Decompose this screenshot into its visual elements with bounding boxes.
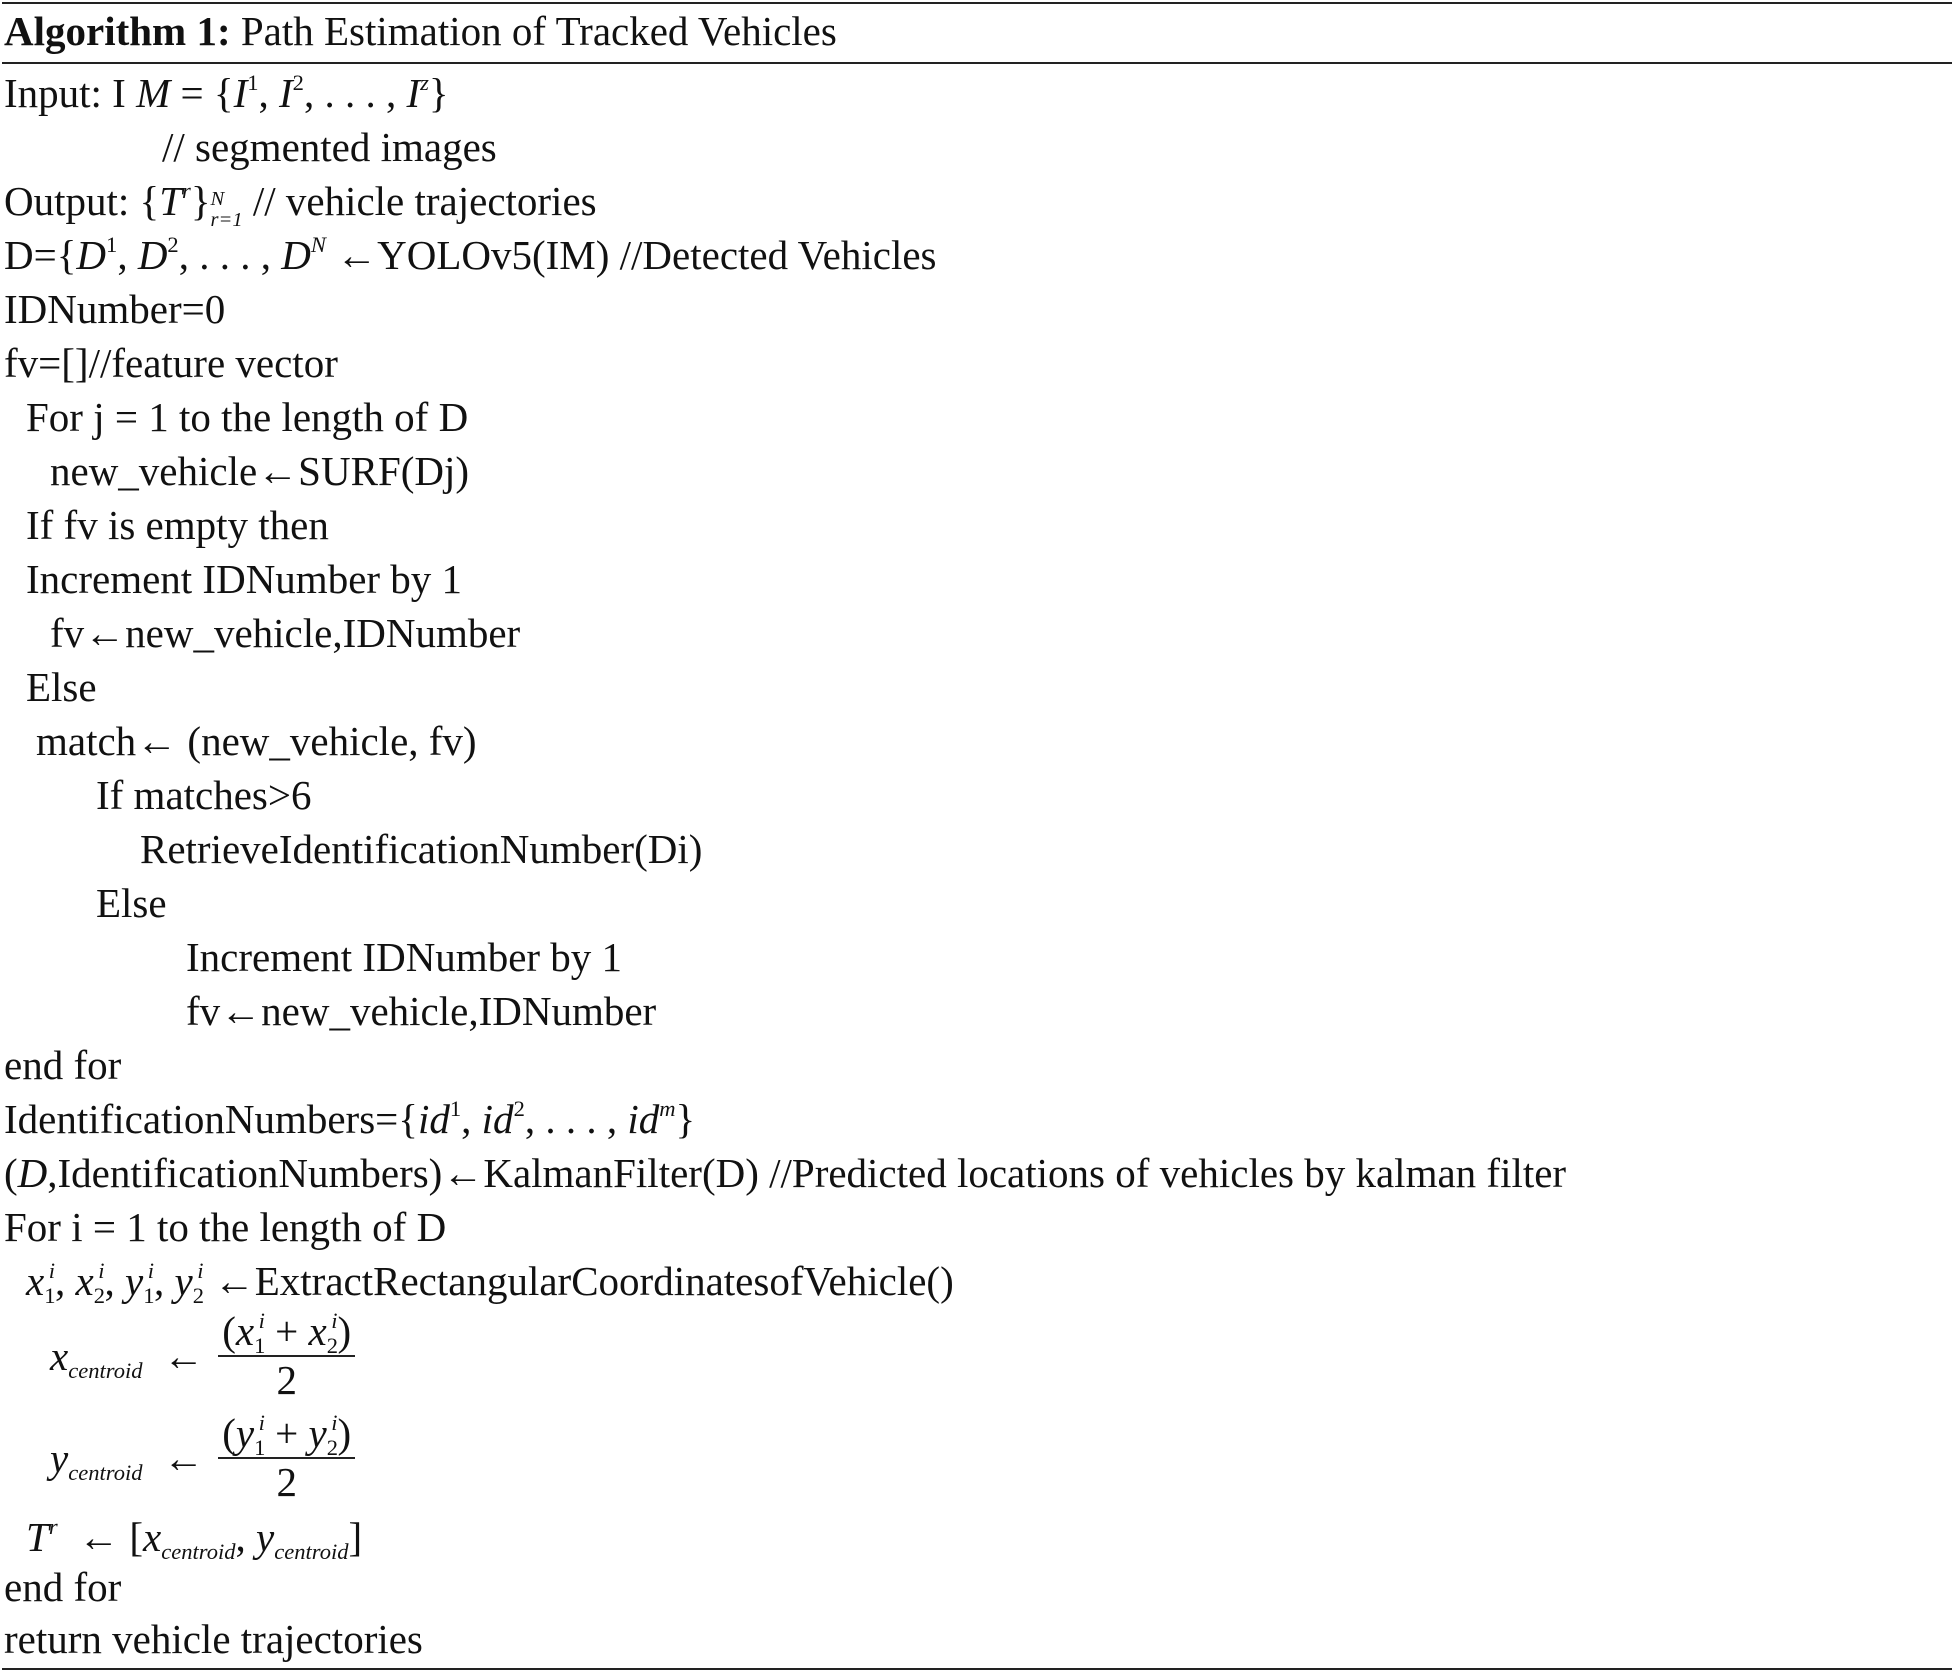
bottom-rule bbox=[2, 1668, 1952, 1670]
fv-assign-line-1: fv←new_vehicle,IDNumber bbox=[50, 610, 521, 656]
for-i-line: For i = 1 to the length of D bbox=[4, 1204, 447, 1250]
algorithm-title-number: Algorithm 1: bbox=[4, 8, 231, 54]
else-line-1: Else bbox=[26, 664, 97, 710]
fv-init: fv=[]//feature vector bbox=[4, 340, 338, 386]
x-centroid-fraction: (x1i + x2i) 2 bbox=[218, 1309, 356, 1402]
kalman-line: (D,IdentificationNumbers)←KalmanFilter(D… bbox=[4, 1150, 1567, 1196]
input-label: Input: I bbox=[4, 70, 137, 116]
y-centroid-line: ycentroid ← (y1i + y2i) 2 bbox=[50, 1411, 359, 1504]
input-line: Input: I M = {I1, I2, . . . , Iz} bbox=[4, 70, 449, 116]
ident-line: IdentificationNumbers={id1, id2, . . . ,… bbox=[4, 1096, 696, 1142]
end-for-line-1: end for bbox=[4, 1042, 122, 1088]
y-centroid-fraction: (y1i + y2i) 2 bbox=[218, 1411, 356, 1504]
increment-line-2: Increment IDNumber by 1 bbox=[186, 934, 623, 980]
if-matches-line: If matches>6 bbox=[96, 772, 312, 818]
end-for-line-2: end for bbox=[4, 1564, 122, 1610]
input-comment: // segmented images bbox=[162, 124, 497, 170]
trajectory-assign-line: Tr ← [xcentroid, ycentroid] bbox=[26, 1514, 363, 1564]
detect-line: D={D1, D2, . . . , DN ←YOLOv5(IM) //Dete… bbox=[4, 232, 937, 278]
fv-assign-line-2: fv←new_vehicle,IDNumber bbox=[186, 988, 657, 1034]
idnumber-init: IDNumber=0 bbox=[4, 286, 226, 332]
x-centroid-line: xcentroid ← (x1i + x2i) 2 bbox=[50, 1309, 359, 1402]
return-line: return vehicle trajectories bbox=[4, 1616, 423, 1662]
kalman-suffix: ,IdentificationNumbers)←KalmanFilter(D) … bbox=[47, 1150, 1567, 1196]
output-comment: // vehicle trajectories bbox=[242, 178, 597, 224]
header-rule bbox=[2, 62, 1952, 64]
extract-line: x1i, x2i, y1i, y2i ←ExtractRectangularCo… bbox=[26, 1258, 954, 1308]
for-j-line: For j = 1 to the length of D bbox=[26, 394, 469, 440]
new-vehicle-line: new_vehicle←SURF(Dj) bbox=[50, 448, 470, 494]
detect-prefix: D={ bbox=[4, 232, 77, 278]
input-formula: M bbox=[136, 70, 171, 116]
algorithm-title-text: Path Estimation of Tracked Vehicles bbox=[230, 8, 837, 54]
increment-line-1: Increment IDNumber by 1 bbox=[26, 556, 463, 602]
ident-prefix: IdentificationNumbers={ bbox=[4, 1096, 418, 1142]
top-rule bbox=[2, 2, 1952, 4]
if-empty-line: If fv is empty then bbox=[26, 502, 329, 548]
detect-suffix: ←YOLOv5(IM) //Detected Vehicles bbox=[325, 232, 937, 278]
algorithm-title: Algorithm 1: Path Estimation of Tracked … bbox=[4, 0, 837, 62]
extract-suffix: ←ExtractRectangularCoordinatesofVehicle(… bbox=[203, 1258, 954, 1304]
match-line: match← (new_vehicle, fv) bbox=[36, 718, 477, 764]
output-label: Output: bbox=[4, 178, 140, 224]
retrieve-line: RetrieveIdentificationNumber(Di) bbox=[140, 826, 703, 872]
else-line-2: Else bbox=[96, 880, 167, 926]
